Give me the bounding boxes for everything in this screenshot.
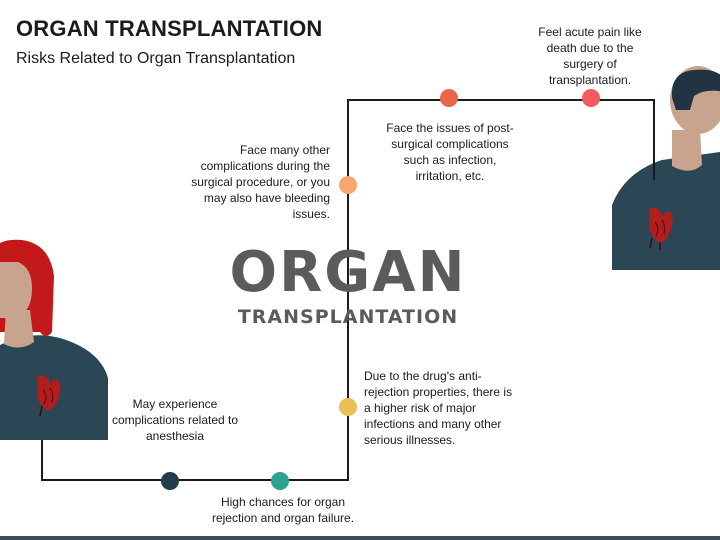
male-hair	[671, 69, 720, 110]
male-neck	[672, 130, 702, 171]
heart-icon	[36, 375, 61, 417]
milestone-dot-2	[440, 89, 458, 107]
risk-note-1: Feel acute pain like death due to the su…	[538, 25, 642, 87]
male-figure	[612, 66, 720, 270]
center-title: ORGAN	[229, 240, 467, 305]
milestone-dot-5	[271, 472, 289, 490]
page-title: ORGAN TRANSPLANTATION	[16, 16, 323, 41]
risk-note-4: Due to the drug's anti-rejection propert…	[364, 369, 513, 447]
risk-note-2: Face the issues of post-surgical complic…	[386, 121, 514, 183]
male-shirt	[612, 152, 720, 270]
timeline-path	[41, 99, 655, 481]
page-subtitle: Risks Related to Organ Transplantation	[16, 50, 296, 67]
risk-note-5: High chances for organ rejection and org…	[211, 495, 355, 525]
risk-note-3: Face many other complications during the…	[191, 143, 330, 221]
risk-note-6: May experience complications related to …	[111, 397, 239, 443]
heart-icon	[648, 207, 673, 250]
milestone-dot-4	[339, 398, 357, 416]
female-figure	[0, 239, 108, 440]
milestone-dot-6	[161, 472, 179, 490]
milestone-dot-3	[339, 176, 357, 194]
center-subtitle: TRANSPLANTATION	[237, 306, 459, 328]
female-face	[0, 262, 32, 318]
female-neck	[4, 310, 34, 348]
bottom-bar	[0, 536, 720, 540]
milestone-dot-1	[582, 89, 600, 107]
